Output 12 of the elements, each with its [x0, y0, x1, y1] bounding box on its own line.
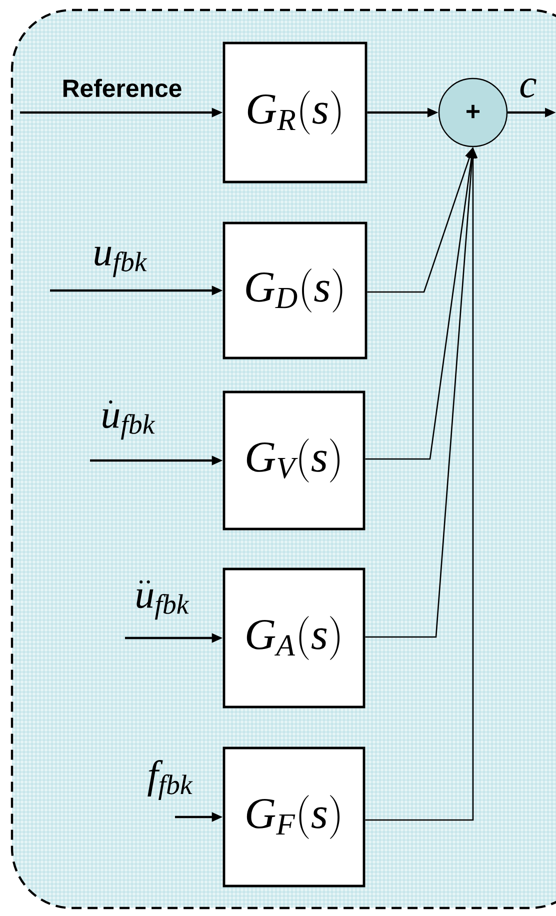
transfer-function-box: $G_{A}(s)$ [222, 568, 366, 708]
signal-label: c [520, 78, 536, 98]
transfer-function-box: $G_{V}(s)$ [222, 390, 366, 530]
signal-label: $\dot{u}_{fbk}$ [102, 400, 156, 440]
signal-label: $u_{fbk}$ [94, 246, 148, 278]
transfer-function-box: $G_{R}(s)$ [222, 42, 368, 184]
summing-junction: + [438, 78, 508, 148]
transfer-function-box: $G_{F}(s)$ [222, 746, 366, 888]
signal-label: $\ddot{u}_{fbk}$ [136, 580, 190, 620]
signal-label: Reference [63, 78, 182, 98]
transfer-function-box: $G_{D}(s)$ [222, 222, 368, 360]
signal-label: $f_{fbk}$ [148, 760, 193, 800]
